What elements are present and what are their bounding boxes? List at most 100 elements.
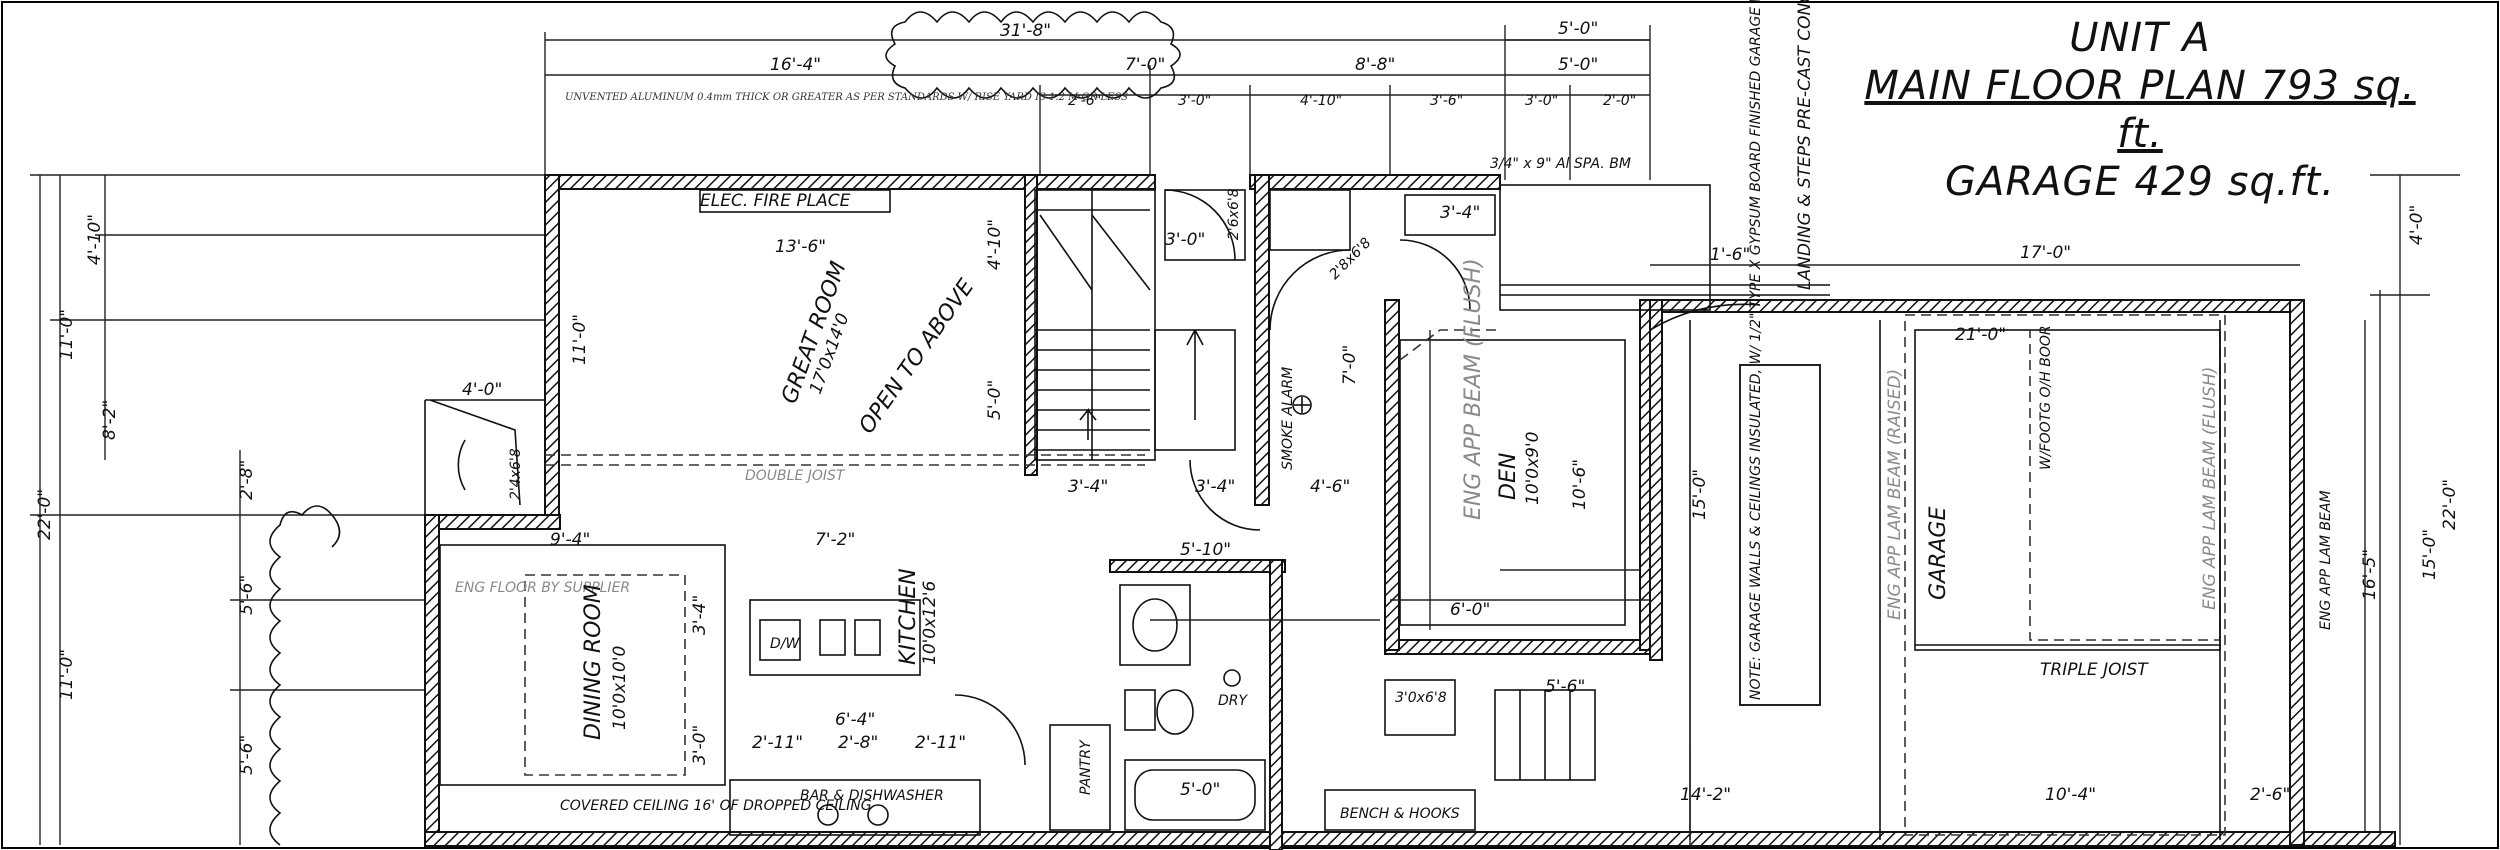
dim-right-v-top: 4'-0" — [2407, 205, 2427, 245]
dim-bay-top: 4'-0" — [462, 380, 502, 400]
dim-garage-inner: 21'-0" — [1955, 325, 2006, 345]
dim-right-second: 5'-0" — [1558, 55, 1598, 75]
eng-floor-label: ENG FLOOR BY SUPPLIER — [455, 580, 630, 596]
eng-app-beam-1: ENG APP BEAM (FLUSH) — [1461, 258, 1486, 520]
dim-den-v: 7'-0" — [1340, 345, 1360, 385]
bay-window — [424, 399, 545, 515]
dim-overall: 31'-8" — [1000, 21, 1051, 41]
smoke-alarm-label: SMOKE ALARM — [1280, 367, 1296, 470]
kitchen-label: KITCHEN — [896, 568, 921, 665]
garage-note: NOTE: GARAGE WALLS & CEILINGS INSULATED,… — [1748, 0, 1764, 700]
garage-note-box — [1739, 364, 1821, 706]
eng-app-lam-3: ENG APP LAM BEAM — [2318, 490, 2334, 630]
dim-right-span: 8'-8" — [1355, 55, 1395, 75]
left-dimension-lines — [30, 174, 545, 845]
dim-mid-span: 7'-0" — [1125, 55, 1165, 75]
dim-k-a: 2'-11" — [752, 733, 803, 753]
dim-dining-top: 9'-4" — [550, 530, 590, 550]
den-label: DEN — [1496, 453, 1521, 500]
dry-label: DRY — [1218, 693, 1249, 709]
dim-den-a: 4'-6" — [1310, 477, 1350, 497]
dim-step: 1'-6" — [1710, 245, 1750, 265]
dim-den-width: 6'-0" — [1450, 600, 1490, 620]
dim-great-height: 11'-0" — [570, 314, 590, 365]
dim-right-v-mid: 16'-5" — [2360, 549, 2380, 600]
dim-left-e: 5'-6" — [237, 575, 257, 615]
covered-ceiling-label: COVERED CEILING 16' OF DROPPED CEILING — [560, 798, 872, 814]
dim-left-total: 22'-0" — [35, 489, 55, 540]
dim-left-f: 11'-0" — [57, 649, 77, 700]
dim-k-b: 2'-8" — [838, 733, 878, 753]
dim-den-height: 10'-6" — [1570, 459, 1590, 510]
landing-label: LANDING & STEPS PRE-CAST CONC. — [1795, 0, 1815, 290]
dim-right-total: 22'-0" — [2440, 479, 2460, 530]
dim-closet-top: 3'-4" — [1440, 203, 1480, 223]
main-floor-label: MAIN FLOOR PLAN 793 sq. ft. — [1864, 63, 2416, 157]
door-a-label: 2'6x6'8 — [1226, 188, 1242, 240]
dim-left-b: 11'-0" — [57, 309, 77, 360]
dim-garage-v: 15'-0" — [1690, 469, 1710, 520]
dim-seg-d: 3'-6" — [1430, 93, 1463, 109]
dim-seg-a: 2'-6" — [1068, 93, 1101, 109]
dim-left-g: 5'-6" — [237, 735, 257, 775]
wfoot-label: W/FOOTG O/H BOOR — [2038, 325, 2054, 470]
dim-seg-c: 4'-10" — [1300, 93, 1342, 109]
island-label: BAR & DISHWASHER — [800, 788, 944, 804]
staircase — [1034, 189, 1236, 461]
dim-great-width: 13'-6" — [775, 237, 826, 257]
dim-left-d: 2'-8" — [237, 460, 257, 500]
entry-door-swing — [457, 439, 466, 491]
dim-stair-v: 4'-10" — [985, 219, 1005, 270]
fireplace — [699, 189, 891, 213]
eng-app-lam-2: ENG APP LAM BEAM (FLUSH) — [2200, 367, 2220, 610]
double-joist-label: DOUBLE JOIST — [745, 468, 846, 484]
door-c-label: 3'0x6'8 — [1395, 690, 1447, 706]
dim-left-c: 8'-2" — [100, 400, 120, 440]
dim-k-c: 2'-11" — [915, 733, 966, 753]
right-dimension-lines — [2364, 174, 2460, 845]
dim-kitchen-width: 7'-2" — [815, 530, 855, 550]
revision-cloud-left — [269, 505, 341, 846]
pantry-label: PANTRY — [1078, 739, 1094, 795]
dining-size: 10'0x10'0 — [610, 646, 630, 730]
open-to-above: OPEN TO ABOVE — [854, 275, 979, 439]
dim-tub: 5'-0" — [1180, 780, 1220, 800]
triple-joist: TRIPLE JOIST — [2040, 660, 2149, 680]
revision-cloud-top — [885, 11, 1181, 99]
exterior-walls — [424, 174, 2396, 850]
dim-garage-bot-b: 10'-4" — [2045, 785, 2096, 805]
elec-fireplace-label: ELEC. FIRE PLACE — [700, 191, 851, 211]
dim-bath-width: 5'-10" — [1180, 540, 1231, 560]
dim-seg-f: 2'-0" — [1603, 93, 1636, 109]
kitchen-size: 10'0x12'6 — [920, 581, 940, 665]
den-size: 10'0x9'0 — [1523, 432, 1543, 506]
bathroom-fixtures — [1119, 584, 1266, 831]
title-block: UNIT A MAIN FLOOR PLAN 793 sq. ft. GARAG… — [1860, 14, 2420, 206]
garage-area-label: GARAGE 429 sq.ft. — [1945, 159, 2335, 205]
unit-label: UNIT A — [2069, 15, 2211, 61]
dim-k-d: 6'-4" — [835, 710, 875, 730]
dim-garage-bot-a: 14'-2" — [1680, 785, 1731, 805]
dim-hall: 5'-6" — [1545, 677, 1585, 697]
garage-label: GARAGE — [1926, 507, 1951, 600]
dw-label: D/W — [770, 636, 800, 652]
dim-stair-b: 3'-4" — [1195, 477, 1235, 497]
dim-garage-width: 17'-0" — [2020, 243, 2071, 263]
dim-right-v-mid2: 15'-0" — [2420, 529, 2440, 580]
dim-left-span: 16'-4" — [770, 55, 821, 75]
dim-seg-b: 3'-0" — [1178, 93, 1211, 109]
window-note: UNVENTED ALUMINUM 0.4mm THICK OR GREATER… — [565, 92, 1128, 103]
top-dimension-lines — [544, 25, 1651, 180]
dim-bay-v: 3'-4" — [690, 595, 710, 635]
dim-stair-v2: 5'-0" — [985, 380, 1005, 420]
spandrel-label: 3/4" x 9" Al SPA. BM — [1490, 156, 1631, 172]
dim-stair-a: 3'-4" — [1068, 477, 1108, 497]
dim-garage-bot-c: 2'-6" — [2250, 785, 2290, 805]
dim-seg-e: 3'-0" — [1525, 93, 1558, 109]
dim-entry-v: 3'-0" — [690, 725, 710, 765]
dim-entry-a: 3'-0" — [1165, 230, 1205, 250]
door-e-label: 2'4x6'8 — [508, 448, 524, 500]
bench-label: BENCH & HOOKS — [1340, 806, 1460, 822]
dining-room-label: DINING ROOM — [581, 584, 606, 740]
